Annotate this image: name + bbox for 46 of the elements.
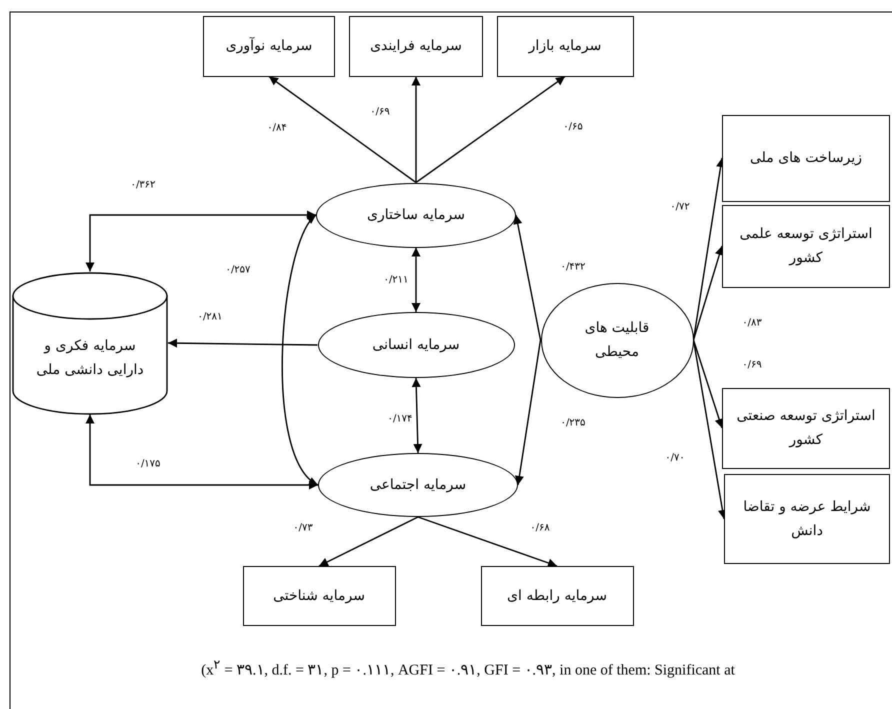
indicator-box: زیرساخت های ملی [722,114,890,202]
path-coefficient: ۰/۱۷۴ [388,414,412,424]
arrow [412,248,420,312]
indicator-box: سرمایه بازار [496,16,634,76]
arrow [282,214,318,486]
path-coefficient: ۰/۶۸ [530,522,550,534]
path-coefficient: ۰/۲۵۷ [226,264,250,276]
arrow [412,76,420,182]
indicator-box: استراتژی توسعه صنعتی کشور [722,388,890,468]
construct-ellipse: سرمایه انسانی [318,312,514,378]
construct-ellipse: سرمایه ساختاری [316,182,516,248]
arrow [168,338,318,348]
arrow [268,76,416,184]
path-coefficient: ۰/۳۶۲ [130,180,156,190]
path-coefficient: ۰/۶۹ [370,106,390,118]
database-cylinder: سرمایه فکری و دارایی دانشی ملی [12,272,168,414]
indicator-box: سرمایه شناختی [242,566,396,626]
path-coefficient: ۰/۶۵ [563,122,583,132]
path-coefficient: ۰/۲۳۵ [560,418,586,428]
indicator-box: شرایط عرضه و تقاضا دانش [724,474,890,564]
arrow [514,340,542,486]
path-coefficient: ۰/۷۳ [293,522,313,534]
path-coefficient: ۰/۸۴ [267,122,287,134]
arrow [692,246,724,340]
arrow [692,340,724,428]
indicator-box: استراتژی توسعه علمی کشور [722,204,890,288]
indicator-box: سرمایه نوآوری [203,16,335,76]
path-coefficient: ۰/۲۱۱ [384,274,408,286]
path-coefficient: ۰/۶۹ [742,360,762,370]
arrow [318,516,418,567]
path-coefficient: ۰/۸۳ [742,318,762,328]
path-coefficient: ۰/۱۷۵ [136,458,160,470]
construct-circle: قابلیت های محیطی [540,282,694,398]
indicator-box: سرمایه فرایندی [349,16,483,76]
path-coefficient: ۰/۴۳۲ [560,262,586,272]
arrow [86,210,316,272]
path-coefficient: ۰/۷۲ [670,202,690,212]
arrow [86,414,318,490]
arrow [513,214,542,340]
arrow [418,516,558,568]
path-coefficient: ۰/۲۸۱ [198,312,222,322]
indicator-box: سرمایه رابطه ای [480,566,634,626]
arrow [412,378,422,454]
arrow [416,76,566,184]
path-coefficient: ۰/۷۰ [665,452,685,464]
construct-ellipse: سرمایه اجتماعی [318,453,518,517]
